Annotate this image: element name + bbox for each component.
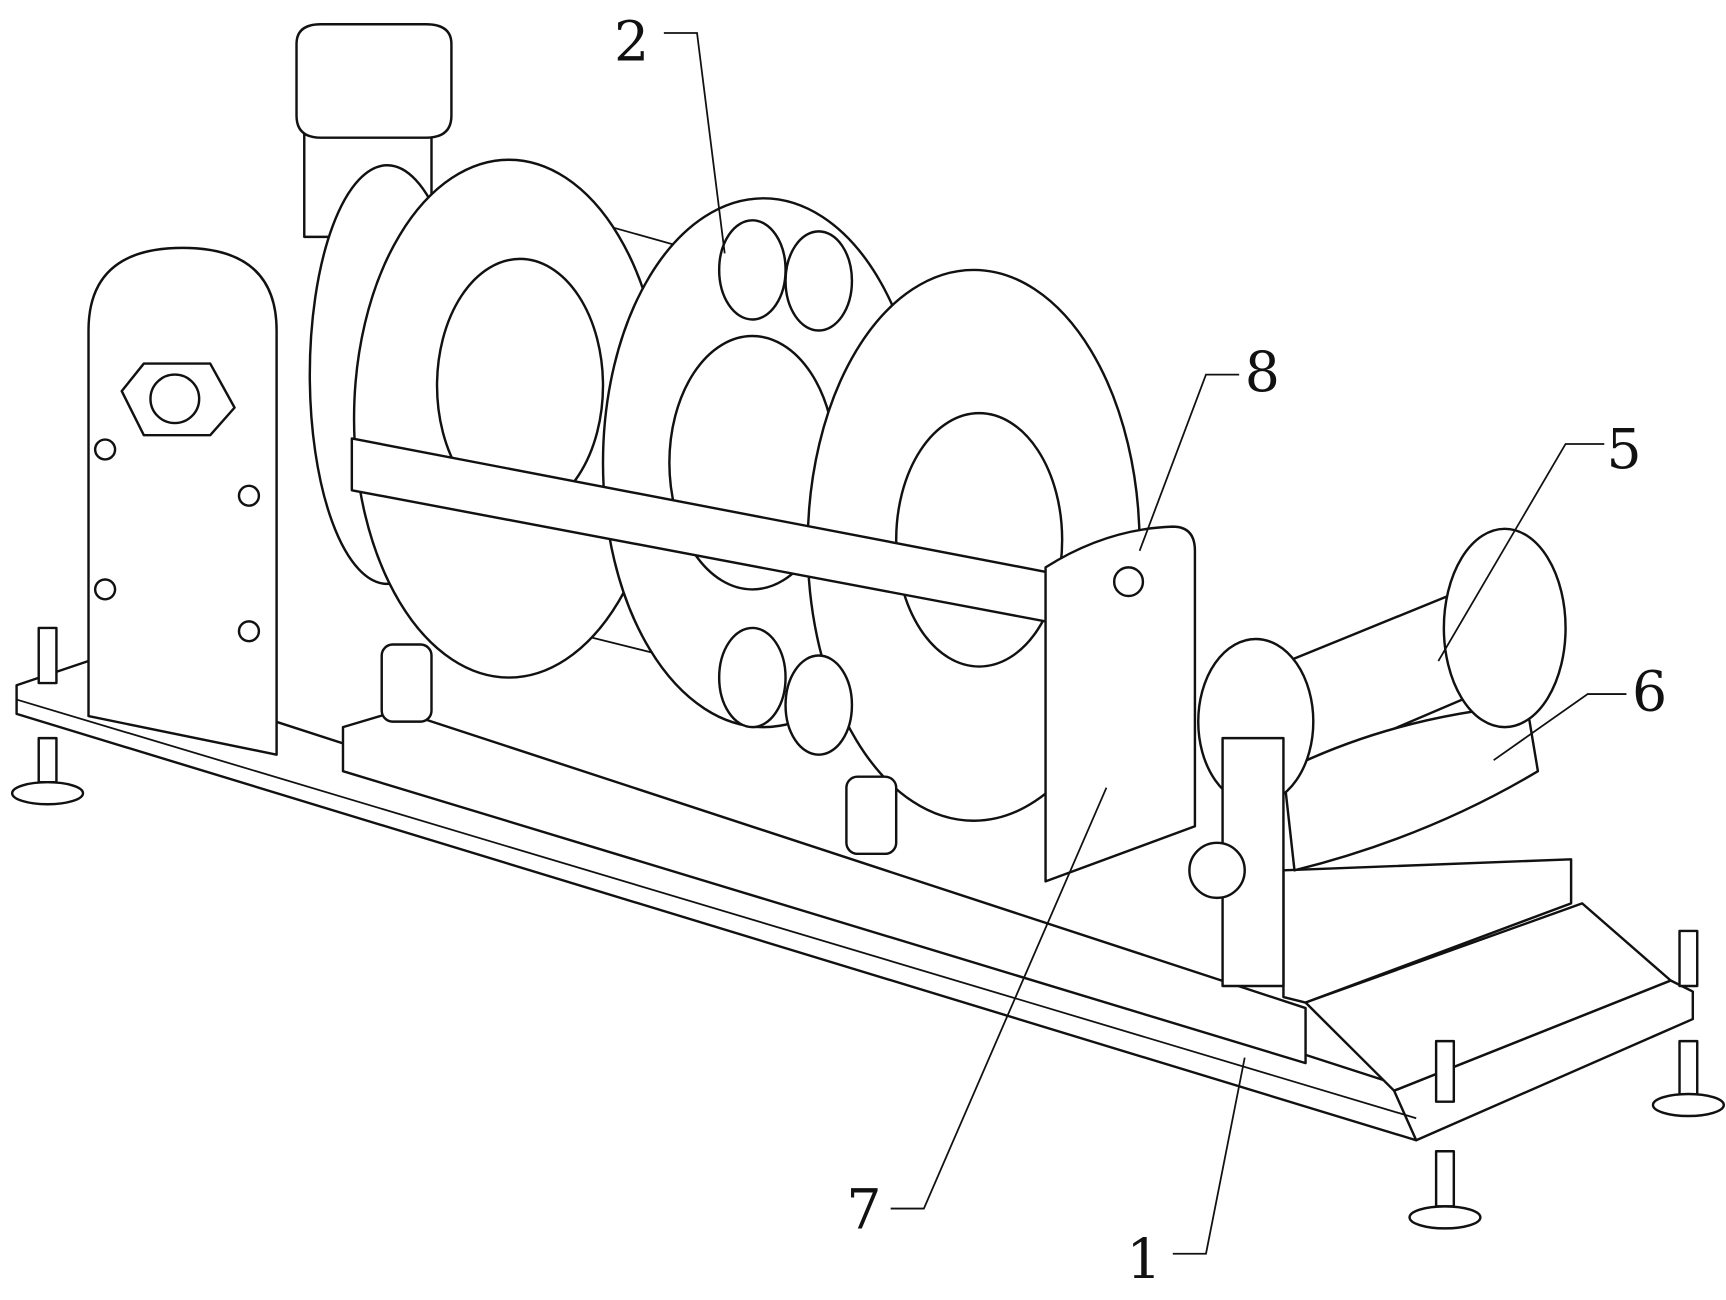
gear-housing bbox=[89, 248, 277, 755]
label-6: 6 bbox=[1632, 661, 1667, 725]
label-5: 5 bbox=[1607, 418, 1642, 482]
label-1: 1 bbox=[1126, 1228, 1161, 1292]
label-8: 8 bbox=[1245, 341, 1280, 405]
label-2: 2 bbox=[614, 11, 649, 75]
guide-plate bbox=[1046, 527, 1195, 882]
label-7: 7 bbox=[846, 1178, 881, 1242]
